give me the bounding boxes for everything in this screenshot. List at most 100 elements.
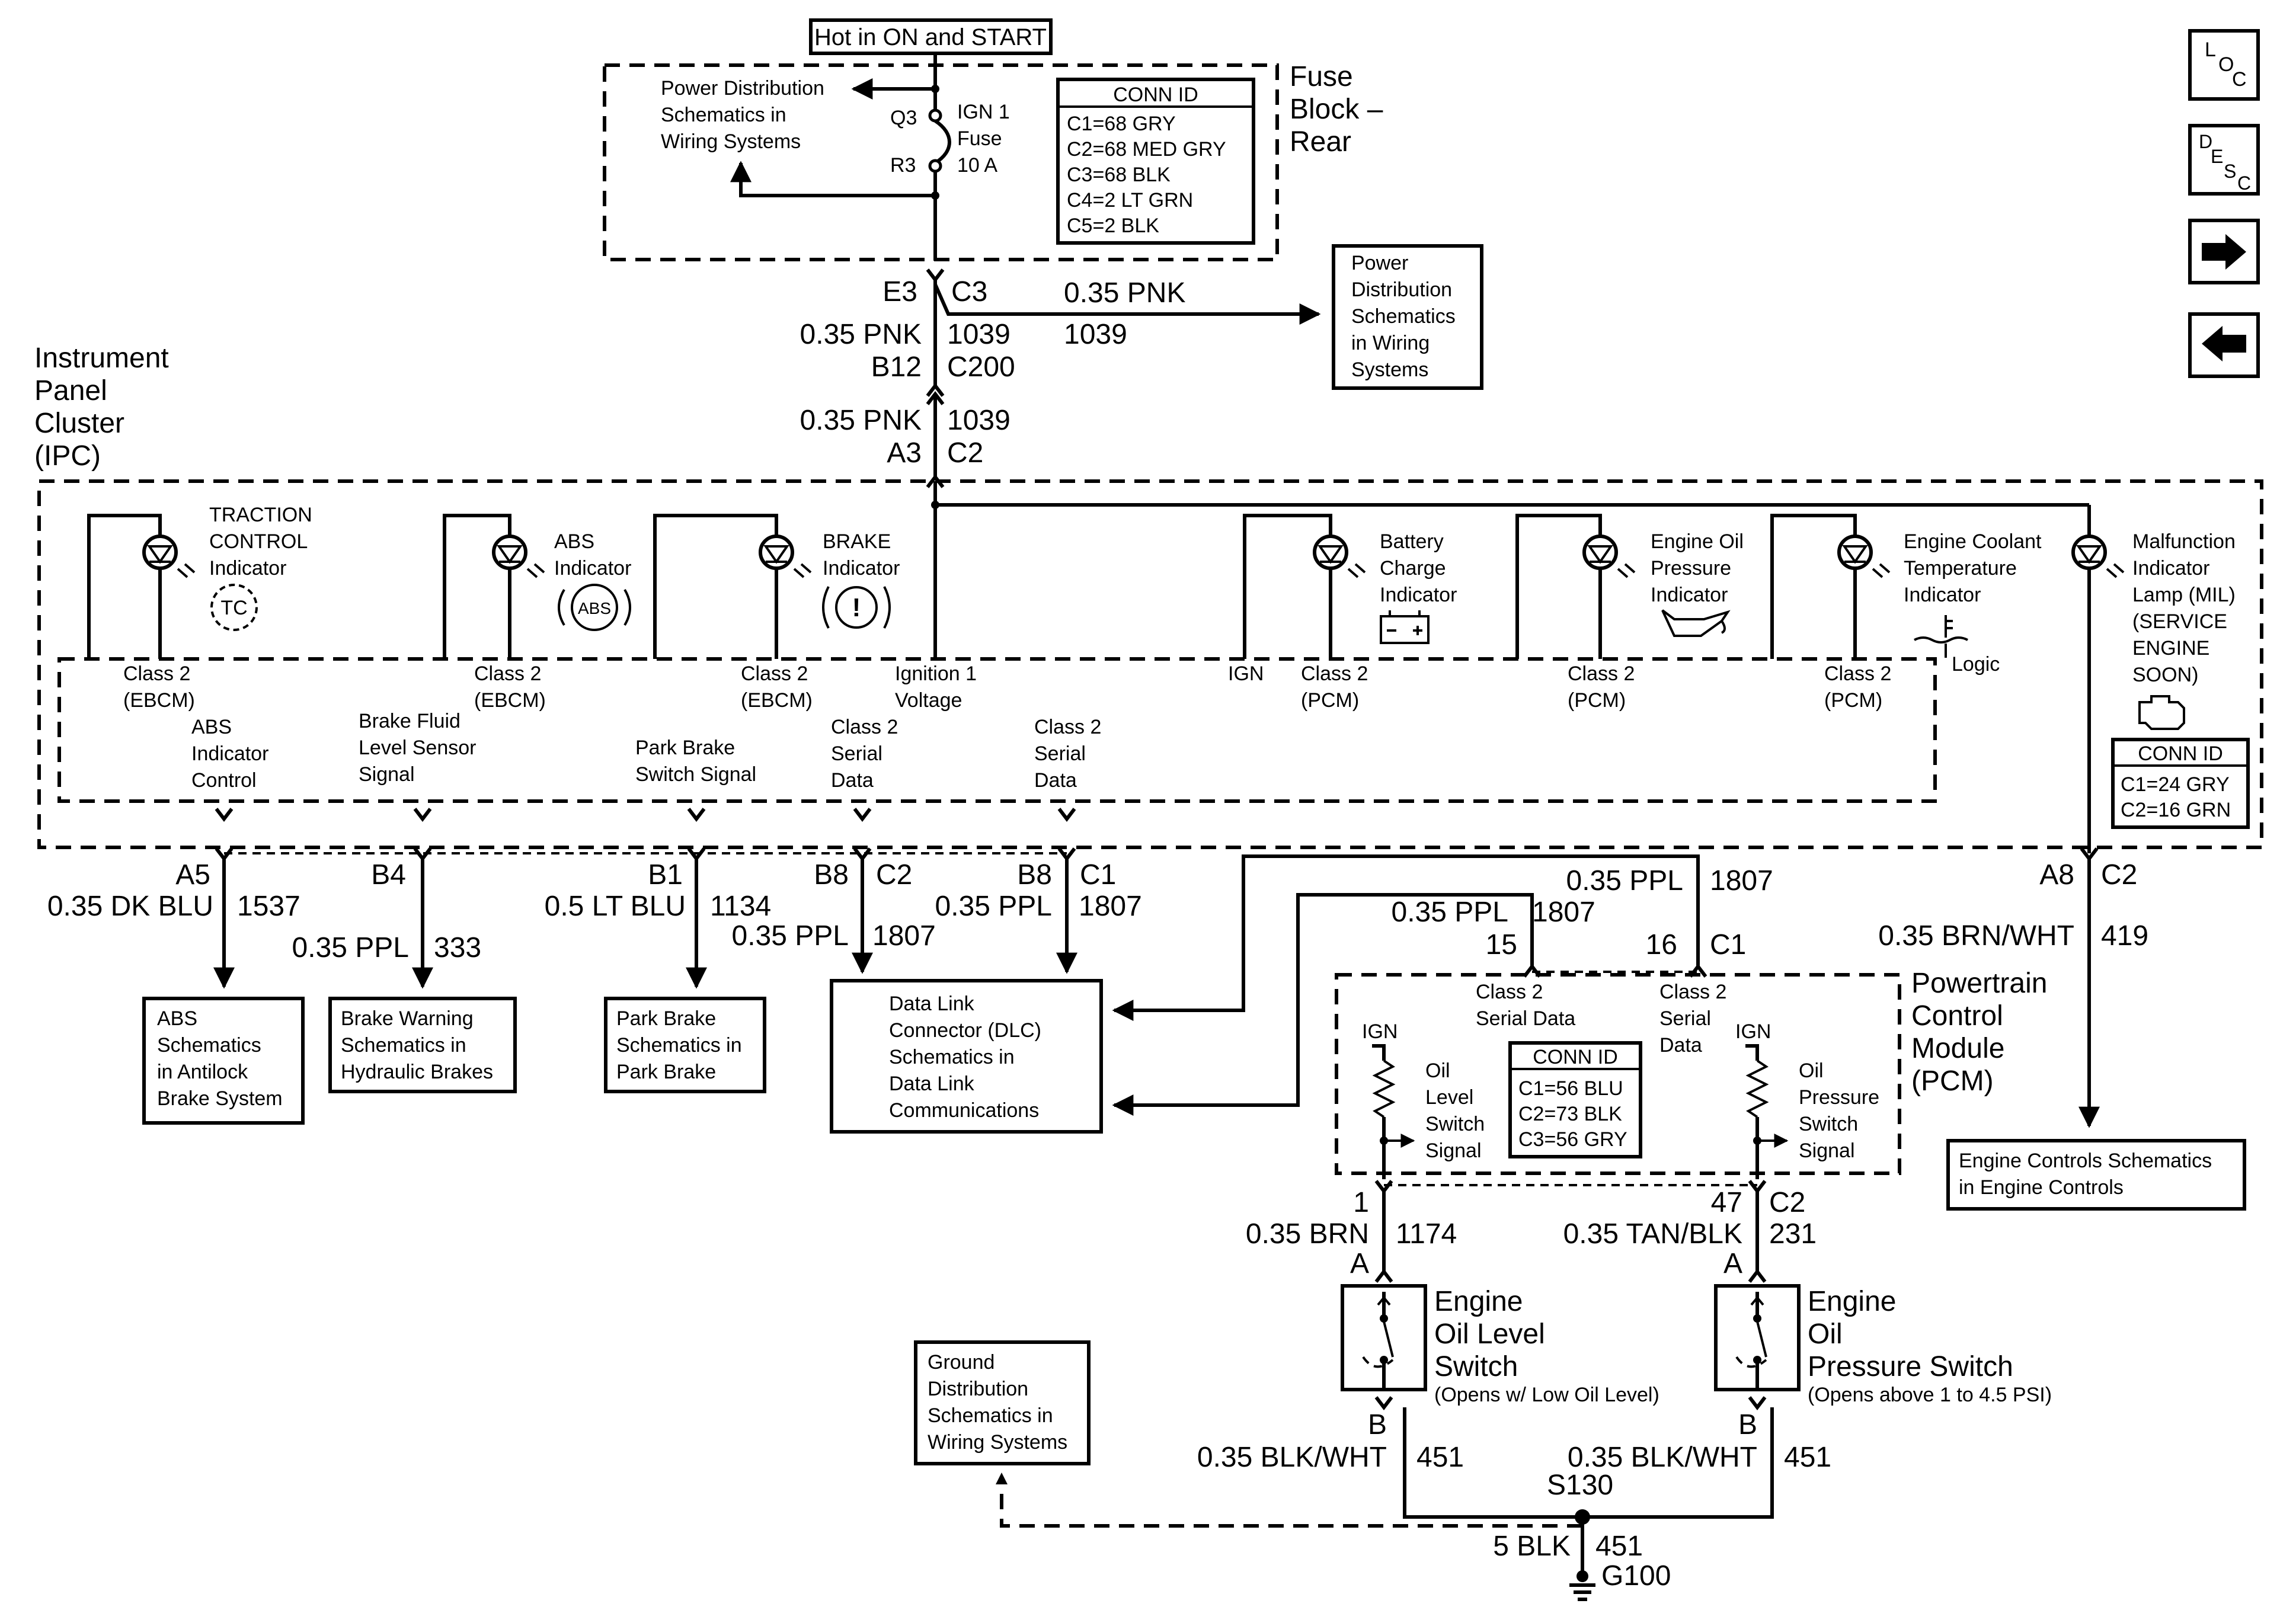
svg-text:Indicator: Indicator [209, 557, 286, 580]
ipc-label-c2-serial-1: Class 2 Serial Data [831, 716, 898, 792]
pin-c2a-label: C2 [876, 859, 912, 891]
ipc-label-ign1-voltage: Ignition 1 Voltage [895, 662, 977, 712]
prev-button[interactable] [2188, 312, 2260, 378]
oil-indicator-label: Engine Oil Pressure Indicator [1651, 530, 1744, 606]
pcm-ign-2: IGN [1735, 1020, 1771, 1043]
oil-led-symbol [1587, 545, 1613, 564]
svg-text:S: S [2224, 161, 2236, 182]
pin-a5-label: A5 [175, 859, 210, 891]
dlc-box[interactable] [830, 979, 1103, 1134]
pin-b4-label: B4 [371, 859, 406, 891]
loc-button[interactable]: L O C [2188, 29, 2260, 101]
gnd-wire-color: 5 BLK [1493, 1531, 1571, 1562]
desc-button[interactable]: D E S C [2188, 124, 2260, 196]
feed-wire2-color: 0.35 PNK [800, 405, 922, 436]
svg-text:Serial: Serial [831, 742, 882, 765]
fuse-q3-label: Q3 [890, 107, 917, 129]
tc-symbol-text: TC [220, 597, 247, 619]
brake-warning-box[interactable] [328, 997, 517, 1093]
svg-text:(IPC): (IPC) [34, 440, 101, 472]
oil-pressure-switch-icon [1735, 1292, 1767, 1390]
svg-text:Instrument: Instrument [34, 343, 169, 374]
b4-wire-num: 333 [434, 932, 481, 964]
engine-controls-box[interactable] [1946, 1139, 2246, 1211]
pd-arrow-lower [730, 161, 935, 197]
brake-symbol-icon [835, 586, 878, 629]
tc-symbol-icon [210, 584, 258, 631]
pcm-w1-color: 0.35 PPL [1566, 865, 1683, 897]
svg-text:Class 2: Class 2 [1659, 981, 1726, 1003]
a5-wire-color: 0.35 DK BLU [47, 891, 213, 922]
svg-text:Switch: Switch [1434, 1351, 1518, 1382]
svg-text:Indicator: Indicator [1380, 584, 1457, 606]
svg-text:C1=24 GRY: C1=24 GRY [2121, 773, 2230, 796]
b8a-wire-num: 1807 [872, 920, 936, 952]
tc-indicator-label: TRACTION CONTROL Indicator [209, 504, 312, 580]
switch-b2-symbol [1748, 1396, 1767, 1410]
svg-text:Data: Data [1659, 1034, 1702, 1057]
dlc-text: Data Link Connector (DLC) Schematics in … [889, 993, 1041, 1122]
tc-loop-wire [87, 514, 162, 659]
park-brake-box[interactable] [604, 997, 766, 1093]
connector-b12-label: B12 [871, 351, 922, 383]
svg-text:(PCM): (PCM) [1568, 689, 1626, 712]
svg-text:Ignition 1: Ignition 1 [895, 662, 977, 685]
svg-text:Park Brake: Park Brake [616, 1007, 716, 1030]
battery-led-symbol [1318, 545, 1344, 564]
svg-text:C3=56 GRY: C3=56 GRY [1518, 1128, 1627, 1151]
ipc-label-c2-serial-2: Class 2 Serial Data [1034, 716, 1101, 792]
svg-text:Class 2: Class 2 [741, 662, 808, 685]
pcm-label-oil-level-signal: Oil Level Switch Signal [1425, 1060, 1485, 1162]
hot-in-on-start-box [809, 18, 1053, 55]
svg-text:Class 2: Class 2 [1301, 662, 1368, 685]
svg-text:Panel: Panel [34, 375, 107, 406]
pd-schematics-box[interactable] [1332, 244, 1483, 390]
svg-text:Oil: Oil [1425, 1060, 1450, 1082]
b4-wire-color: 0.35 PPL [292, 932, 409, 964]
g1-wire-num: 451 [1416, 1442, 1464, 1473]
next-button[interactable] [2188, 219, 2260, 284]
brake-light-rays-icon [793, 563, 812, 578]
pcm-title: Powertrain Control Module (PCM) [1911, 968, 2047, 1097]
svg-text:Oil: Oil [1808, 1318, 1843, 1350]
svg-text:CONTROL: CONTROL [209, 530, 308, 553]
svg-text:SOON): SOON) [2132, 664, 2198, 686]
ipc-label-abs-control: ABS Indicator Control [191, 716, 268, 792]
ground-dist-arrow-icon [996, 1473, 1008, 1484]
pcm-dlc-wire-2 [1112, 893, 1534, 1116]
ground-distribution-box[interactable] [914, 1340, 1091, 1465]
svg-text:Signal: Signal [359, 763, 415, 786]
svg-text:Charge: Charge [1380, 557, 1446, 580]
oil-level-pullup-resistor [1372, 1044, 1415, 1179]
abs-indicator-label: ABS Indicator [554, 530, 631, 580]
abs-schematics-box[interactable] [142, 997, 305, 1125]
branch-wire-color: 0.35 PNK [1064, 277, 1185, 309]
svg-text:Pressure: Pressure [1799, 1086, 1879, 1109]
switch-b-label-1: B [1368, 1409, 1387, 1441]
park-brake-text: Park Brake Schematics in Park Brake [616, 1007, 742, 1083]
ground-g100-icon [1569, 1570, 1595, 1601]
svg-text:10 A: 10 A [957, 154, 997, 177]
svg-text:Class 2: Class 2 [831, 716, 898, 738]
svg-text:C2=68 MED GRY: C2=68 MED GRY [1067, 138, 1226, 161]
pcm-w1-num: 1807 [1710, 865, 1773, 897]
svg-text:Serial: Serial [1659, 1007, 1711, 1030]
svg-text:(EBCM): (EBCM) [741, 689, 813, 712]
connector-ipc-c2-label: C2 [947, 437, 983, 469]
svg-text:Engine: Engine [1808, 1286, 1896, 1317]
svg-text:Switch: Switch [1799, 1113, 1858, 1135]
svg-text:Connector (DLC): Connector (DLC) [889, 1019, 1041, 1042]
arrow-left-icon [2202, 326, 2246, 361]
op-wire-num: 231 [1769, 1218, 1817, 1250]
svg-text:Wiring Systems: Wiring Systems [661, 130, 801, 153]
pcm-pin-15: 15 [1486, 929, 1517, 961]
oil-level-switch-title: Engine Oil Level Switch [1434, 1286, 1545, 1382]
svg-text:Ground: Ground [928, 1351, 994, 1374]
svg-text:Schematics in: Schematics in [928, 1404, 1053, 1427]
b8b-wire-color: 0.35 PPL [935, 891, 1052, 922]
coolant-indicator-label: Engine Coolant Temperature Indicator [1904, 530, 2042, 606]
ipc-label-c2-ebcm-2: Class 2 (EBCM) [474, 662, 546, 712]
pcm-conn-id-items: C1=56 BLU C2=73 BLK C3=56 GRY [1518, 1077, 1627, 1151]
ipc-conn-id-items: C1=24 GRY C2=16 GRN [2121, 773, 2231, 821]
pin-b8b-label: B8 [1017, 859, 1052, 891]
